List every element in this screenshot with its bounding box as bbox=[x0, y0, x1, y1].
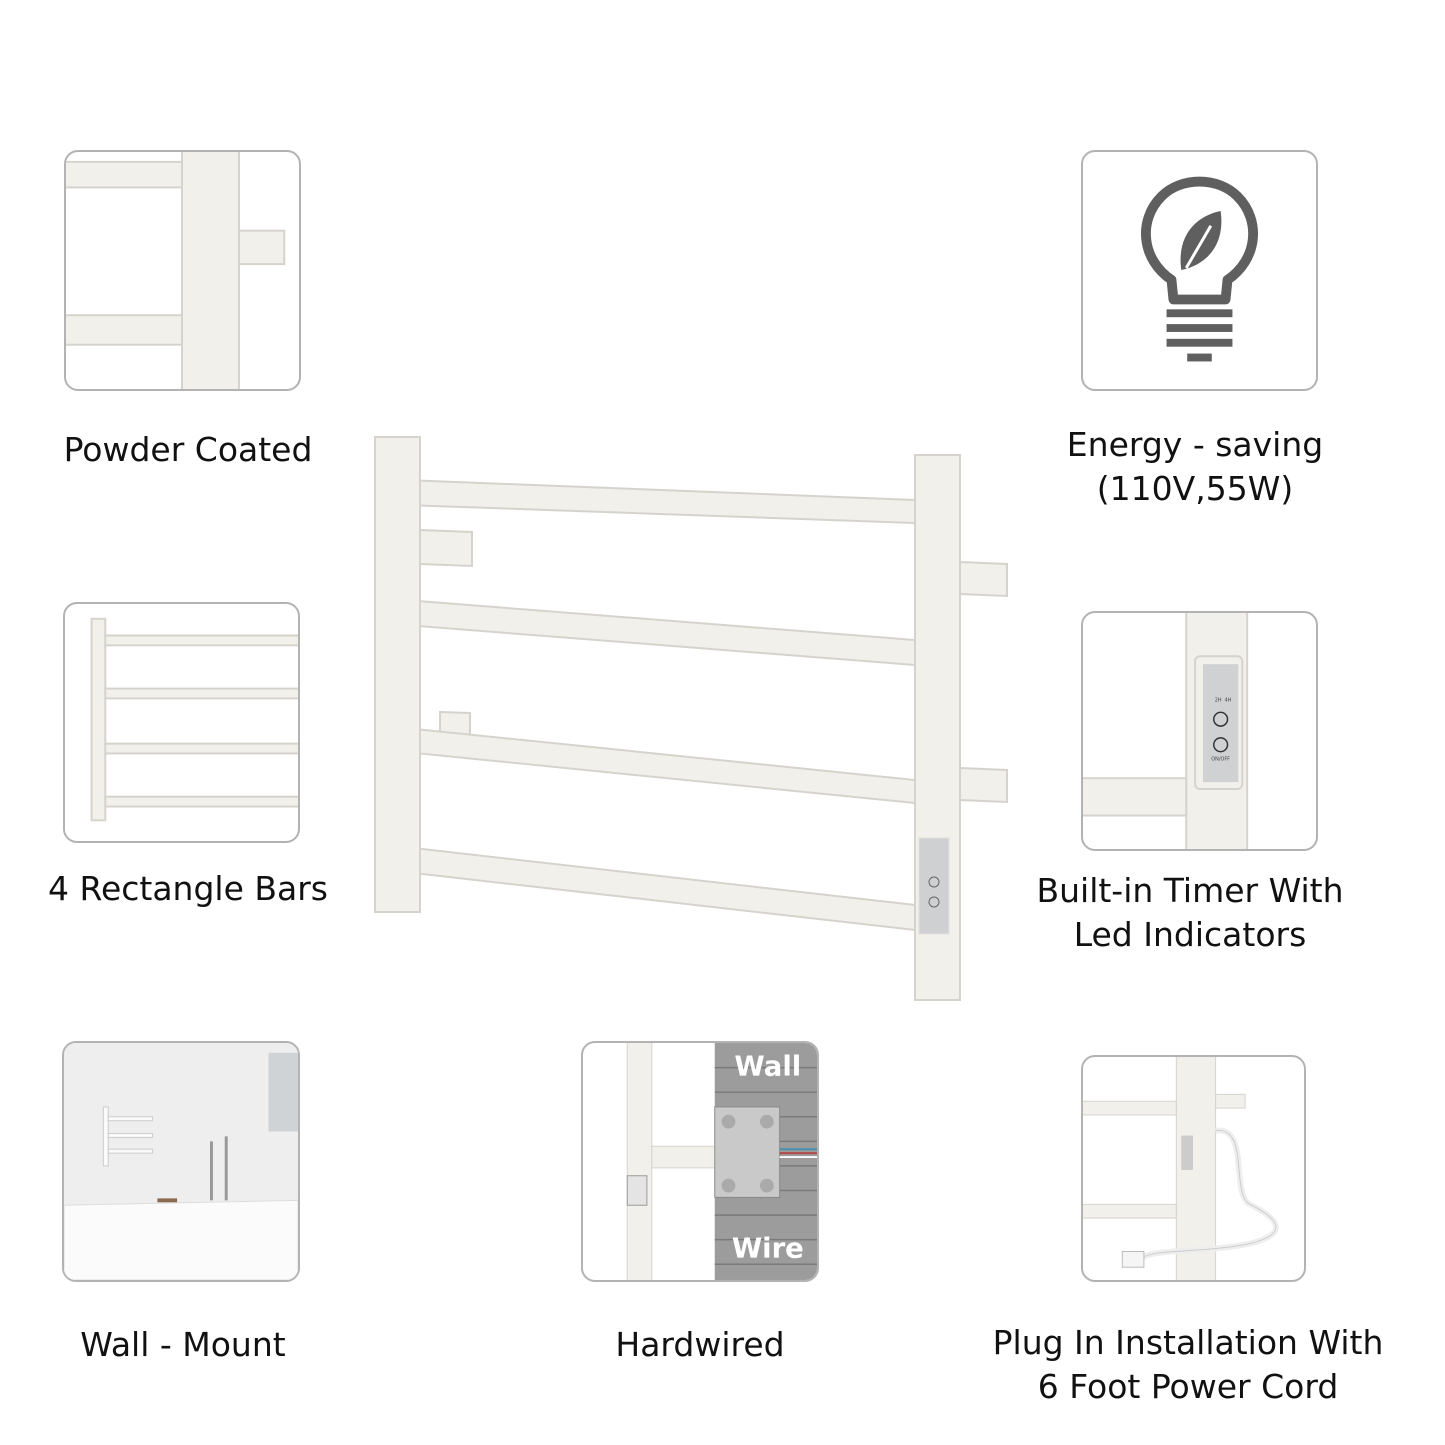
timer-2h-label: 2H bbox=[1215, 698, 1222, 704]
wire-text: Wire bbox=[732, 1232, 804, 1264]
timer-4h-label: 4H bbox=[1225, 698, 1232, 704]
timer-line2: Led Indicators bbox=[1073, 915, 1307, 954]
wall-mount-image bbox=[62, 1041, 300, 1282]
timer-label: Built-in Timer With Led Indicators bbox=[1036, 869, 1343, 957]
energy-saving-line1: Energy - saving bbox=[1066, 425, 1324, 464]
timer-button-icon bbox=[1213, 711, 1229, 727]
plug-in-line1: Plug In Installation With bbox=[992, 1323, 1384, 1362]
hardwired-label: Hardwired bbox=[615, 1325, 785, 1364]
energy-saving-line2: (110V,55W) bbox=[1096, 469, 1294, 508]
plug-in-label: Plug In Installation With 6 Foot Power C… bbox=[993, 1321, 1384, 1409]
four-bars-image bbox=[63, 602, 300, 843]
wall-text: Wall bbox=[734, 1050, 801, 1082]
hardwired-image: Wall Wire bbox=[581, 1041, 819, 1282]
power-label: ON/OFF bbox=[1211, 756, 1230, 762]
powder-coated-image bbox=[64, 150, 301, 391]
plug-in-line2: 6 Foot Power Cord bbox=[1037, 1367, 1339, 1406]
timer-image: 2H 4H ON/OFF bbox=[1081, 611, 1318, 851]
power-button-icon bbox=[1213, 737, 1229, 753]
powder-coated-label: Powder Coated bbox=[63, 430, 313, 469]
wall-mount-label: Wall - Mount bbox=[80, 1325, 286, 1364]
four-bars-label: 4 Rectangle Bars bbox=[48, 869, 328, 908]
lightbulb-leaf-icon bbox=[1141, 176, 1258, 362]
energy-saving-image bbox=[1081, 150, 1318, 391]
plug-icon bbox=[1121, 1251, 1145, 1268]
timer-line1: Built-in Timer With bbox=[1036, 871, 1344, 910]
control-panel bbox=[918, 837, 950, 935]
plug-in-image bbox=[1081, 1055, 1306, 1282]
energy-saving-label: Energy - saving (110V,55W) bbox=[1067, 423, 1323, 511]
